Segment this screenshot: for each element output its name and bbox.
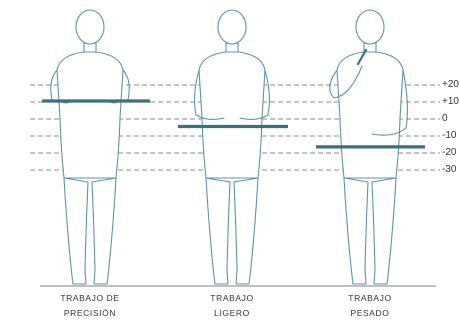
torso <box>57 52 123 178</box>
scale-label-plus-20: +20 <box>442 80 459 90</box>
caption-line: TRABAJO <box>315 291 425 306</box>
worker-figure-precision <box>51 10 129 284</box>
right-leg <box>92 178 116 284</box>
caption-heavy-work: TRABAJO PESADO <box>315 291 425 321</box>
caption-line: TRABAJO DE <box>35 291 145 306</box>
torso <box>337 52 403 178</box>
scale-label-minus-30: -30 <box>442 165 456 175</box>
right-leg <box>372 178 396 284</box>
left-leg <box>64 178 88 284</box>
scale-label-minus-10: -10 <box>442 131 456 141</box>
left-leg <box>206 178 230 284</box>
torso <box>199 52 265 178</box>
head <box>76 10 104 44</box>
scale-label-minus-20: -20 <box>442 148 456 158</box>
right-leg <box>234 178 258 284</box>
caption-line: TRABAJO <box>177 291 287 306</box>
scale-label-plus-10: +10 <box>442 97 459 107</box>
caption-line: PRECISIÓN <box>35 306 145 321</box>
scale-label-zero: 0 <box>442 114 448 124</box>
caption-light-work: TRABAJO LIGERO <box>177 291 287 321</box>
head <box>218 10 246 44</box>
caption-line: LIGERO <box>177 306 287 321</box>
caption-precision-work: TRABAJO DE PRECISIÓN <box>35 291 145 321</box>
worker-figure-light <box>195 10 270 284</box>
caption-line: PESADO <box>315 306 425 321</box>
left-leg <box>344 178 368 284</box>
head <box>356 10 384 44</box>
